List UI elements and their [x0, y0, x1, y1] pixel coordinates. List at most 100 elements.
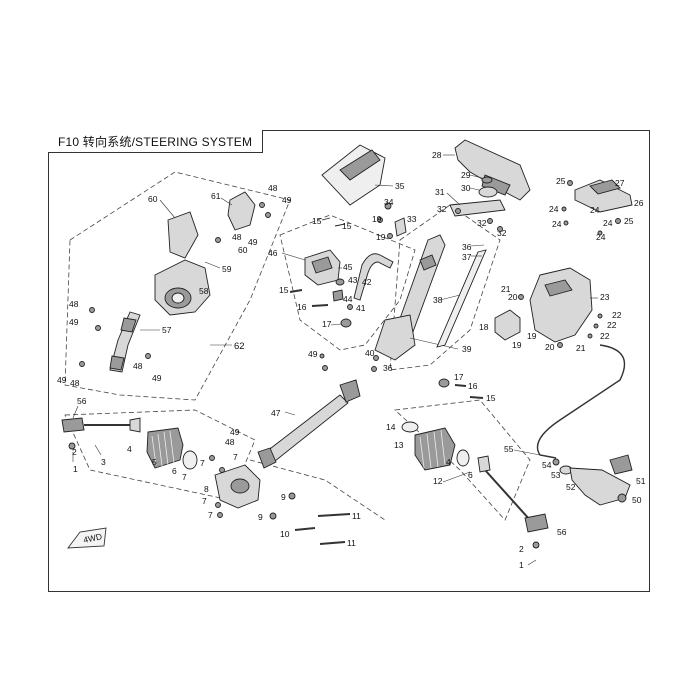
part-28-steering-wheel	[454, 139, 531, 201]
part-56-tie-rod-end-left	[61, 417, 85, 433]
callout-24d: 24	[603, 218, 613, 228]
callout-8: 8	[204, 484, 209, 494]
callout-36a: 36	[462, 242, 472, 252]
part-60-mount-plate	[167, 211, 199, 259]
callout-24b: 24	[552, 219, 562, 229]
callout-22b: 22	[607, 320, 617, 330]
part-42-tilt-handle	[353, 253, 394, 301]
callout-19c: 19	[527, 331, 537, 341]
callout-54: 54	[542, 460, 552, 470]
callout-7d: 7	[208, 510, 213, 520]
callout-37: 37	[462, 252, 472, 262]
rack-lower-boundary	[249, 459, 386, 521]
callout-10: 10	[280, 529, 290, 539]
part-35-cover-shade	[339, 149, 381, 181]
callout-48f: 48	[225, 437, 235, 447]
callout-23: 23	[600, 292, 610, 302]
callout-62: 62	[234, 341, 245, 352]
callout-61: 61	[211, 191, 221, 201]
callout-48d: 48	[133, 361, 143, 371]
callout-11a: 11	[352, 511, 361, 521]
callout-21a: 21	[501, 284, 511, 294]
callout-20b: 20	[545, 342, 555, 352]
callout-48e: 48	[70, 378, 80, 388]
rack-right-boundary	[394, 399, 531, 521]
callout-18: 18	[479, 322, 489, 332]
callout-25a: 25	[556, 176, 566, 186]
callout-9a: 9	[281, 492, 286, 502]
callout-7a: 7	[182, 472, 187, 482]
callout-19b: 19	[376, 232, 386, 242]
part-55-cable	[536, 344, 626, 459]
callout-43: 43	[348, 275, 358, 285]
callout-13: 13	[394, 440, 404, 450]
callout-25b: 25	[624, 216, 634, 226]
callout-56a: 56	[77, 396, 87, 406]
part-18-bracket	[494, 309, 521, 341]
callout-2a: 2	[72, 447, 77, 457]
callout-4a: 4	[127, 444, 132, 454]
callout-52: 52	[566, 482, 576, 492]
callout-26: 26	[634, 198, 644, 208]
callout-53: 53	[551, 470, 561, 480]
callout-14: 14	[386, 422, 396, 432]
callout-60a: 60	[148, 194, 158, 204]
callout-39: 39	[462, 344, 472, 354]
callout-45: 45	[343, 262, 353, 272]
callout-40: 40	[365, 348, 375, 358]
callout-49c: 49	[69, 317, 79, 327]
callout-17a: 17	[322, 319, 332, 329]
callout-19d: 19	[512, 340, 522, 350]
callout-17b: 17	[454, 372, 464, 382]
callout-22a: 22	[612, 310, 622, 320]
callout-5: 5	[152, 457, 157, 467]
group-62-boundary	[64, 171, 291, 401]
callout-49a: 49	[282, 195, 292, 205]
callout-16b: 16	[468, 381, 478, 391]
part-31-bracket	[449, 199, 506, 217]
callout-31: 31	[435, 187, 445, 197]
title-box: F10 转向系统/STEERING SYSTEM	[48, 130, 264, 153]
callout-33: 33	[407, 214, 417, 224]
callout-6b: 6	[468, 470, 473, 480]
callout-48b: 48	[232, 232, 242, 242]
callout-1b: 1	[519, 560, 524, 570]
callout-22c: 22	[600, 331, 610, 341]
part-38-inner-shaft	[436, 249, 487, 348]
callout-19a: 19	[372, 214, 382, 224]
callout-2b: 2	[519, 544, 524, 554]
callout-7c: 7	[202, 496, 207, 506]
part-56-tie-rod-end-right	[524, 513, 549, 533]
callout-49f: 49	[308, 349, 318, 359]
callout-27: 27	[615, 178, 625, 188]
callout-32c: 32	[497, 228, 507, 238]
callout-30: 30	[461, 183, 471, 193]
callout-29: 29	[461, 170, 471, 180]
rack-left-boundary	[64, 409, 256, 501]
callout-24a: 24	[549, 204, 559, 214]
part-23-steering-panel	[529, 267, 593, 343]
callout-51: 51	[636, 476, 646, 486]
callout-48a: 48	[268, 183, 278, 193]
callout-35: 35	[395, 181, 405, 191]
callout-59: 59	[222, 264, 232, 274]
callout-1a: 1	[73, 464, 78, 474]
callout-49e: 49	[57, 375, 67, 385]
callout-7e: 7	[233, 452, 238, 462]
callout-50: 50	[632, 495, 642, 505]
callout-24c: 24	[590, 205, 600, 215]
callout-28: 28	[432, 150, 442, 160]
part-29-nut	[481, 176, 493, 184]
callout-56b: 56	[557, 527, 567, 537]
callout-49b: 49	[248, 237, 258, 247]
part-12-tie-rod-right	[484, 469, 531, 521]
callout-36b: 36	[383, 363, 393, 373]
callout-48c: 48	[69, 299, 79, 309]
callout-9b: 9	[258, 512, 263, 522]
group-45-boundary	[279, 214, 416, 351]
callout-7b: 7	[200, 458, 205, 468]
callout-49d: 49	[152, 373, 162, 383]
badge-label: 4WD	[82, 531, 103, 545]
callout-20a: 20	[508, 292, 518, 302]
